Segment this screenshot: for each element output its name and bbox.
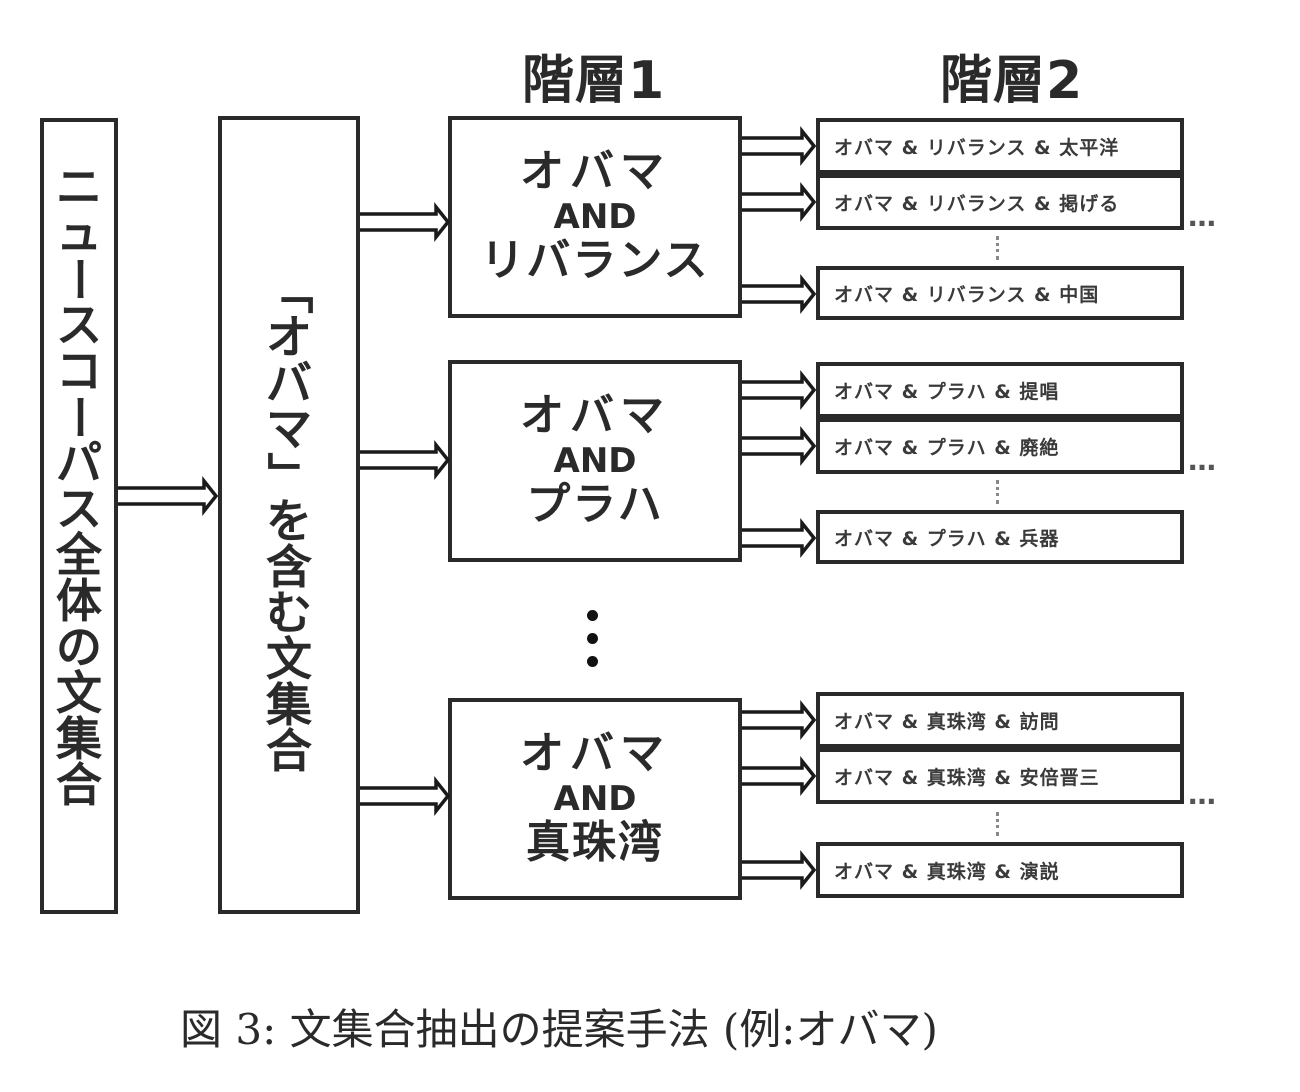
vertical-char: む xyxy=(266,586,312,640)
level1-header: 階層1 xyxy=(522,51,666,111)
level1-line1: オバマ xyxy=(520,728,670,780)
arrow-subset-to-level1 xyxy=(360,202,451,242)
level2-vertical-ellipsis xyxy=(996,480,1003,504)
vertical-char: ー xyxy=(52,394,106,440)
level2-box: オバマ & プラハ & 廃絶 xyxy=(816,418,1184,474)
vertical-char: ス xyxy=(56,482,102,536)
level2-horizontal-ellipsis: … xyxy=(1188,778,1218,811)
level2-box: オバマ & リバランス & 太平洋 xyxy=(816,118,1184,174)
arrow-level1-to-level2 xyxy=(742,126,817,166)
level1-line3: リバランス xyxy=(480,235,710,287)
arrow-level1-to-level2 xyxy=(742,850,817,890)
arrow-subset-to-level1 xyxy=(360,440,451,480)
vertical-char: 合 xyxy=(56,758,102,812)
vertical-char: 合 xyxy=(266,724,312,778)
vertical-char: 集 xyxy=(56,712,102,766)
level2-box: オバマ & 真珠湾 & 演説 xyxy=(816,842,1184,898)
vertical-char: 文 xyxy=(56,666,102,720)
level2-box: オバマ & 真珠湾 & 訪問 xyxy=(816,692,1184,748)
level1-vertical-ellipsis xyxy=(585,606,601,672)
level2-horizontal-ellipsis: … xyxy=(1188,200,1218,233)
vertical-char: ュ xyxy=(56,206,102,260)
level2-box: オバマ & プラハ & 兵器 xyxy=(816,510,1184,564)
arrow-level1-to-level2 xyxy=(742,426,817,466)
arrow-level1-to-level2 xyxy=(742,700,817,740)
obama-subset-box: 「オバマ」を含む文集合 xyxy=(218,116,360,914)
level2-vertical-ellipsis xyxy=(996,236,1003,260)
vertical-char: ニ xyxy=(56,160,102,214)
level1-box-prague: オバマ AND プラハ xyxy=(448,360,742,562)
vertical-char: バ xyxy=(266,356,312,410)
vertical-char: ー xyxy=(52,256,106,302)
level2-box: オバマ & リバランス & 掲げる xyxy=(816,174,1184,230)
vertical-char: マ xyxy=(266,402,312,456)
arrow-level1-to-level2 xyxy=(742,274,817,314)
vertical-char: を xyxy=(266,494,312,548)
vertical-char: ス xyxy=(56,298,102,352)
vertical-char: 全 xyxy=(56,528,102,582)
arrow-level1-to-level2 xyxy=(742,182,817,222)
vertical-char: オ xyxy=(266,310,312,364)
level1-line1: オバマ xyxy=(520,146,670,198)
level1-box-pearl-harbor: オバマ AND 真珠湾 xyxy=(448,698,742,900)
level1-line3: 真珠湾 xyxy=(526,817,664,869)
level2-box: オバマ & 真珠湾 & 安倍晋三 xyxy=(816,748,1184,804)
vertical-char: 集 xyxy=(266,678,312,732)
level2-horizontal-ellipsis: … xyxy=(1188,444,1218,477)
vertical-char: 含 xyxy=(266,540,312,594)
level1-line3: プラハ xyxy=(526,479,664,531)
arrow-level1-to-level2 xyxy=(742,756,817,796)
arrow-subset-to-level1 xyxy=(360,776,451,816)
vertical-char: 「 xyxy=(262,268,316,314)
vertical-char: の xyxy=(56,620,102,674)
level1-line1: オバマ xyxy=(520,390,670,442)
arrow-corpus-to-subset xyxy=(118,476,219,516)
corpus-box: ニュースコーパス全体の文集合 xyxy=(40,118,118,914)
level1-line2: AND xyxy=(553,196,637,237)
arrow-level1-to-level2 xyxy=(742,370,817,410)
arrow-level1-to-level2 xyxy=(742,518,817,558)
vertical-char: パ xyxy=(56,436,102,490)
vertical-char: 」 xyxy=(262,452,316,498)
level2-box: オバマ & プラハ & 提唱 xyxy=(816,362,1184,418)
vertical-char: 文 xyxy=(266,632,312,686)
level1-line2: AND xyxy=(553,778,637,819)
vertical-char: 体 xyxy=(56,574,102,628)
figure-caption: 図 3: 文集合抽出の提案手法 (例:オバマ) xyxy=(180,1005,938,1054)
level2-box: オバマ & リバランス & 中国 xyxy=(816,266,1184,320)
level2-header: 階層2 xyxy=(940,51,1084,111)
subset-label: 「オバマ」を含む文集合 xyxy=(222,268,356,774)
level2-vertical-ellipsis xyxy=(996,812,1003,836)
level1-line2: AND xyxy=(553,440,637,481)
corpus-label: ニュースコーパス全体の文集合 xyxy=(44,164,114,808)
vertical-char: コ xyxy=(56,344,102,398)
level1-box-rebalance: オバマ AND リバランス xyxy=(448,116,742,318)
